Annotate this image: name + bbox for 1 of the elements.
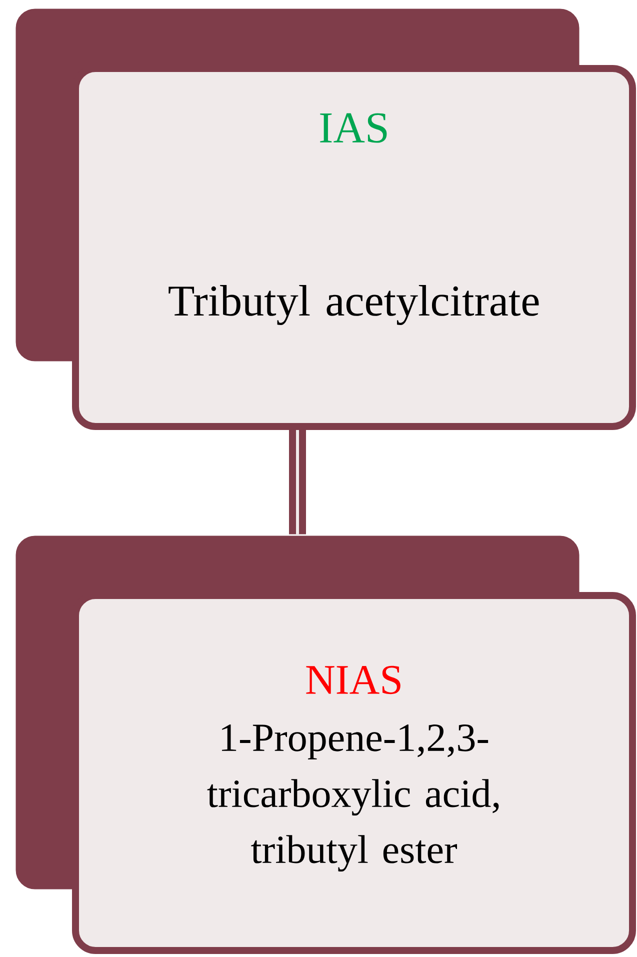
connector-line — [289, 430, 306, 534]
